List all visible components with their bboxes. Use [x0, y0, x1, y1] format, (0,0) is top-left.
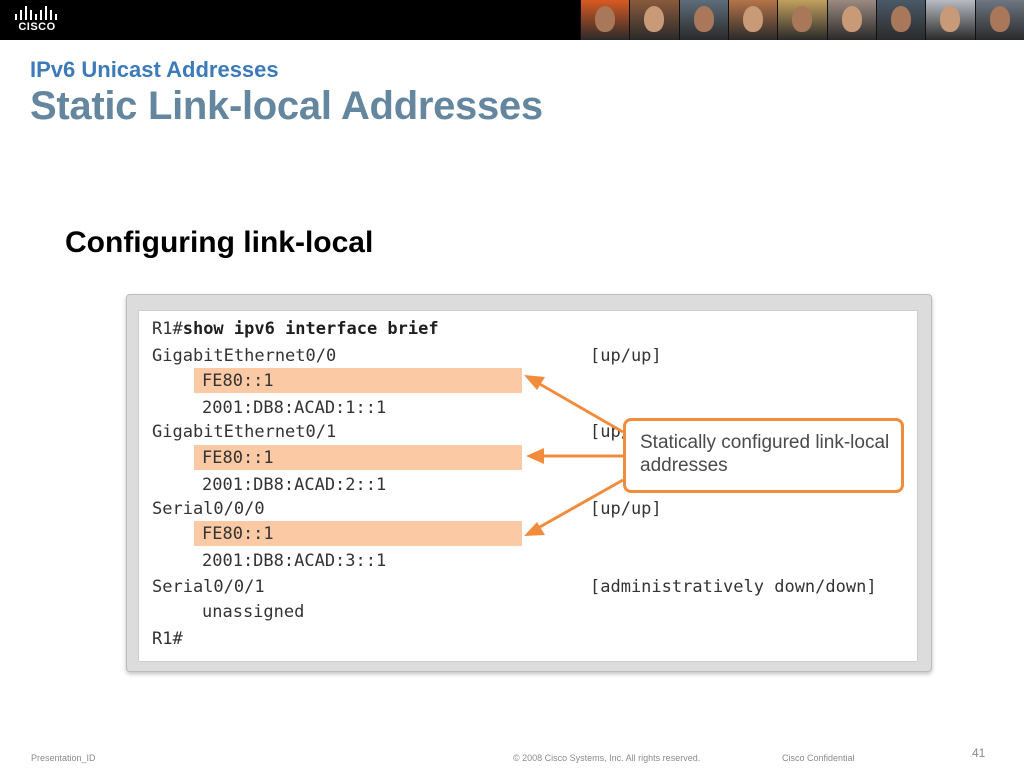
unassigned-address: unassigned [202, 602, 305, 622]
interface-line: Serial0/0/0 [up/up] [152, 498, 662, 520]
interface-status: [administratively down/down] [590, 577, 877, 597]
link-local-address: FE80::1 [202, 371, 274, 391]
highlight-link-local-2 [194, 445, 522, 470]
interface-line: Serial0/0/1 [administratively down/down] [152, 576, 877, 598]
header-photo [629, 0, 679, 40]
bullet-text: Configuring link-local [65, 226, 374, 259]
header-photo [826, 0, 876, 40]
header-photo [974, 0, 1024, 40]
command-text: show ipv6 interface brief [182, 319, 439, 339]
person-icon [940, 6, 961, 32]
person-icon [841, 6, 862, 32]
person-icon [693, 6, 714, 32]
person-icon [891, 6, 912, 32]
link-local-address: FE80::1 [202, 524, 274, 544]
interface-name: GigabitEthernet0/1 [152, 422, 337, 442]
slide-title: Static Link-local Addresses [30, 84, 543, 128]
header-photo [875, 0, 926, 40]
logo-text: CISCO [18, 21, 56, 33]
person-icon [989, 6, 1010, 32]
header-photo [678, 0, 728, 40]
interface-name: Serial0/0/1 [152, 577, 265, 597]
highlight-link-local-1 [194, 368, 522, 393]
header-photo [925, 0, 975, 40]
highlight-link-local-3 [194, 521, 522, 546]
header-photo [777, 0, 827, 40]
global-address: 2001:DB8:ACAD:3::1 [202, 551, 387, 571]
interface-line: GigabitEthernet0/1[up/up] [152, 421, 662, 443]
global-address: 2001:DB8:ACAD:2::1 [202, 475, 387, 495]
callout-box: Statically configured link-local address… [623, 418, 904, 493]
end-prompt: R1# [152, 629, 183, 649]
cisco-bridge-icon [15, 6, 57, 20]
footer-presentation-id: Presentation_ID [31, 753, 96, 763]
slide-subtitle: IPv6 Unicast Addresses [30, 57, 279, 82]
header-photo [580, 0, 630, 40]
cisco-logo: CISCO [12, 6, 62, 36]
global-address: 2001:DB8:ACAD:1::1 [202, 398, 387, 418]
footer-confidential: Cisco Confidential [782, 753, 855, 763]
page-number: 41 [972, 746, 986, 760]
person-icon [644, 6, 665, 32]
interface-line: GigabitEthernet0/0 [up/up] [152, 345, 662, 367]
header-bar: CISCO [0, 0, 1024, 40]
link-local-address: FE80::1 [202, 448, 274, 468]
header-photo-strip [580, 0, 1024, 40]
interface-name: Serial0/0/0 [152, 499, 265, 519]
person-icon [595, 6, 616, 32]
callout-text: Statically configured link-local address… [640, 432, 890, 476]
prompt: R1# [152, 319, 183, 339]
interface-name: GigabitEthernet0/0 [152, 346, 337, 366]
interface-status: [up/up] [590, 499, 662, 519]
terminal-command-line: R1#show ipv6 interface brief [152, 318, 439, 340]
footer-copyright: © 2008 Cisco Systems, Inc. All rights re… [513, 753, 701, 763]
header-photo [727, 0, 778, 40]
interface-status: [up/up] [590, 346, 662, 366]
person-icon [792, 6, 813, 32]
person-icon [743, 6, 764, 32]
